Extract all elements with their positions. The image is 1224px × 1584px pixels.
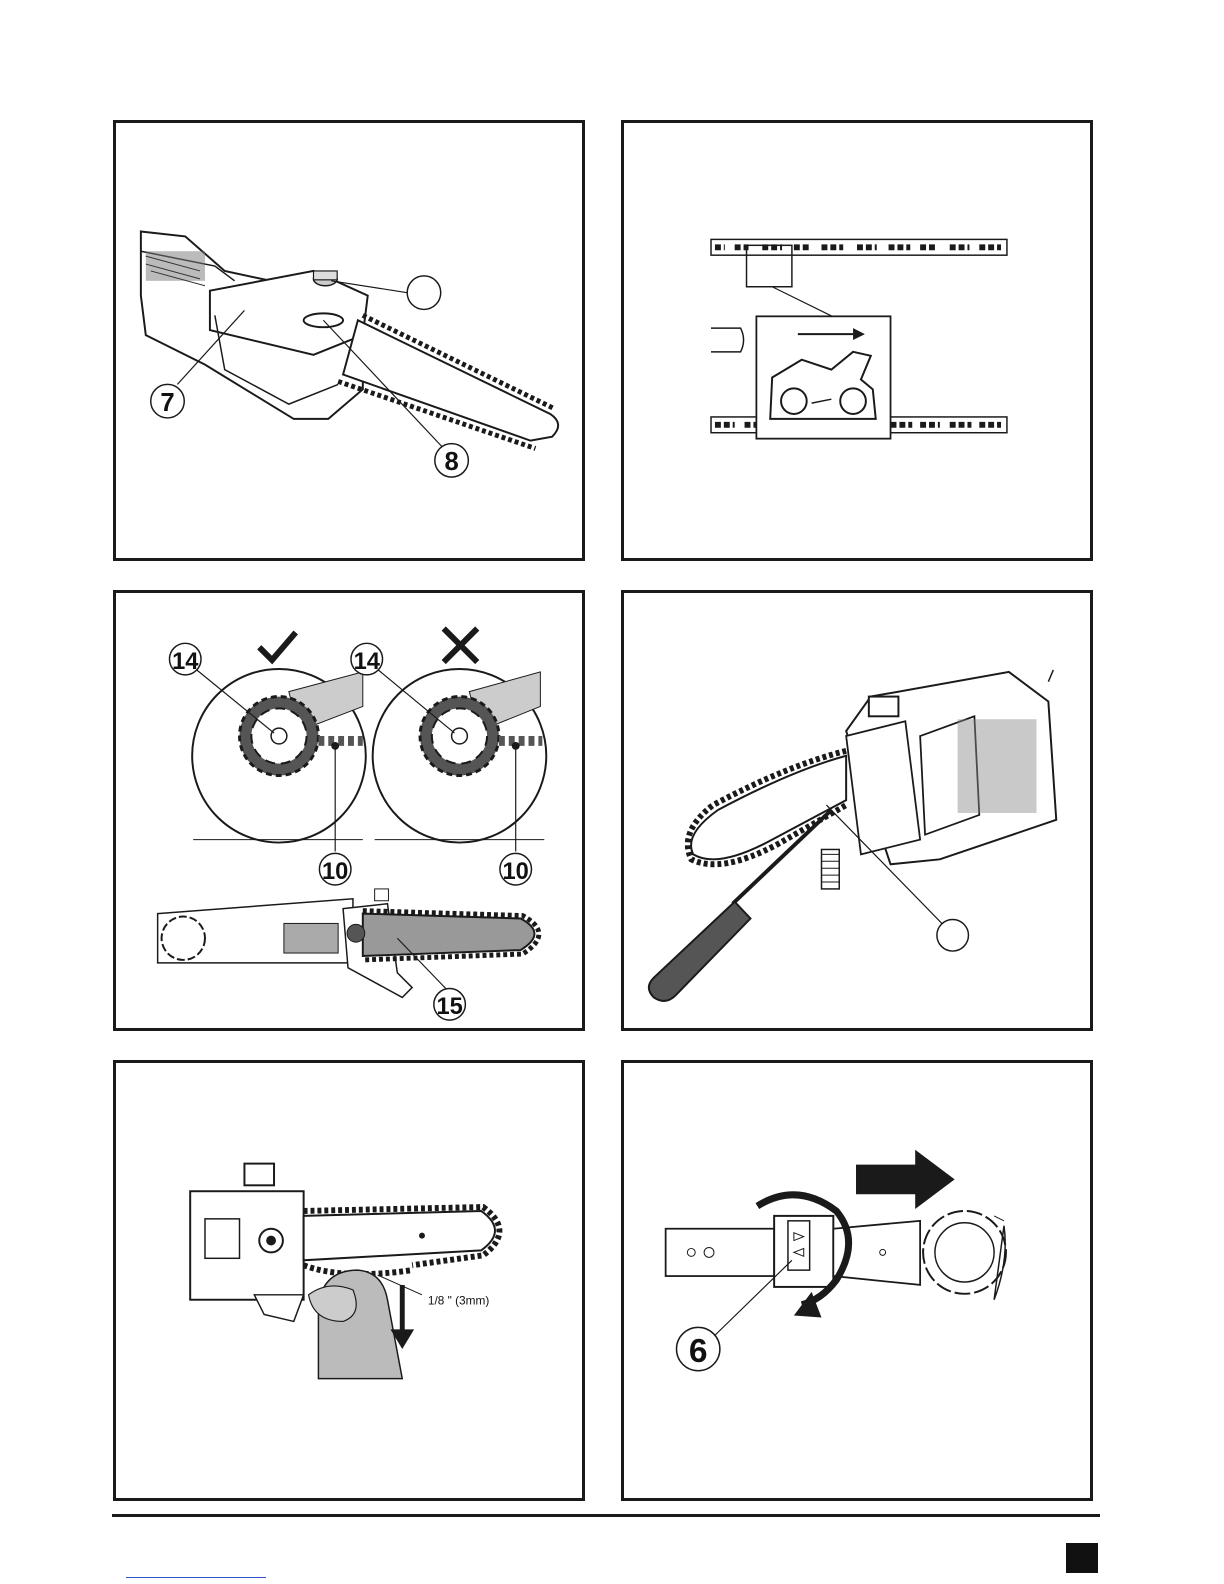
figure-panel-3: 14 14 10 10 15 bbox=[113, 590, 585, 1031]
callout-15: 15 bbox=[436, 994, 462, 1020]
chain-tension-screwdriver-illustration bbox=[624, 593, 1090, 1028]
callout-6: 6 bbox=[689, 1333, 708, 1370]
arrow-right-icon bbox=[856, 1150, 955, 1209]
callout-7: 7 bbox=[160, 389, 174, 417]
blank-callout-circle bbox=[407, 276, 441, 310]
callout-10-right: 10 bbox=[503, 859, 529, 885]
figure-panel-2 bbox=[621, 120, 1093, 561]
bottom-underline bbox=[126, 1577, 266, 1578]
callout-14-right: 14 bbox=[354, 649, 381, 675]
check-icon bbox=[259, 632, 295, 660]
callout-8: 8 bbox=[444, 448, 458, 476]
pole-extension-collar-illustration: 6 bbox=[624, 1063, 1090, 1498]
screwdriver-handle bbox=[649, 902, 751, 1001]
sprocket-chain-fit-illustration: 14 14 10 10 15 bbox=[116, 593, 582, 1028]
blank-callout-circle bbox=[937, 919, 969, 951]
chainsaw-oil-cap-illustration: 7 8 bbox=[116, 123, 582, 558]
cross-icon bbox=[444, 629, 478, 663]
figure-panel-4 bbox=[621, 590, 1093, 1031]
footer-rule bbox=[112, 1514, 1100, 1517]
callout-14-left: 14 bbox=[172, 649, 199, 675]
chain-sag-check-illustration: 1/8 " (3mm) bbox=[116, 1063, 582, 1498]
figure-panel-1: 7 8 bbox=[113, 120, 585, 561]
callout-10-left: 10 bbox=[322, 859, 348, 885]
chain-direction-illustration bbox=[624, 123, 1090, 558]
figure-panel-5: 1/8 " (3mm) bbox=[113, 1060, 585, 1501]
sag-measurement-label: 1/8 " (3mm) bbox=[428, 1294, 489, 1308]
page-marker bbox=[1066, 1543, 1098, 1573]
figure-panel-6: 6 bbox=[621, 1060, 1093, 1501]
